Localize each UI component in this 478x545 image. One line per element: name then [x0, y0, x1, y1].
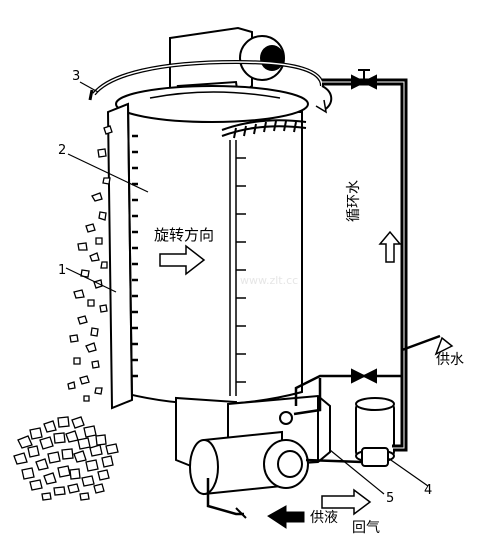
motor-end-face: [260, 45, 284, 71]
rotation-direction-arrow-icon: [159, 244, 206, 276]
ice-pile: [13, 416, 119, 501]
drum-right-scale: [229, 140, 246, 396]
ice-scraper-blade: [106, 102, 138, 410]
float-valve: [355, 397, 395, 467]
callout-5: 5: [386, 491, 394, 506]
supply-branch-pipe: [293, 378, 322, 416]
callout-4: 4: [424, 483, 432, 498]
drum-top-inner: [149, 91, 281, 99]
circulating-water-loop: [294, 78, 408, 452]
float-connection-pipe: [305, 458, 363, 464]
callout-2: 2: [58, 143, 66, 158]
leader-lines: [65, 81, 429, 495]
evaporator-drum: [115, 85, 309, 405]
label-circulating-water: 循环水: [346, 180, 362, 222]
watermark: www.zlt.cc: [240, 274, 298, 287]
drum-body: [119, 111, 303, 405]
circulating-up-arrow-icon: [378, 230, 402, 263]
label-rotation-direction: 旋转方向: [154, 226, 214, 244]
callout-1: 1: [58, 263, 66, 278]
falling-ice-flakes: [67, 125, 113, 402]
water-spray-pipe: [221, 119, 307, 139]
label-water-supply: 供水: [436, 352, 464, 368]
return-pipe-end: [88, 89, 94, 101]
supply-valve-icon: [351, 368, 377, 384]
return-gas-arrow-icon: [321, 488, 372, 516]
top-valve-icon: [351, 69, 377, 90]
label-return-gas: 回气: [352, 520, 380, 536]
label-liquid-supply: 供液: [310, 510, 338, 526]
support-leg: [206, 478, 244, 516]
top-rotation-arrow-icon: [321, 85, 333, 111]
liquid-supply-arrow-icon: [267, 505, 305, 529]
callout-3: 3: [72, 69, 80, 84]
water-supply-arrow-icon: [401, 334, 454, 356]
liquid-receiver: [189, 430, 309, 496]
